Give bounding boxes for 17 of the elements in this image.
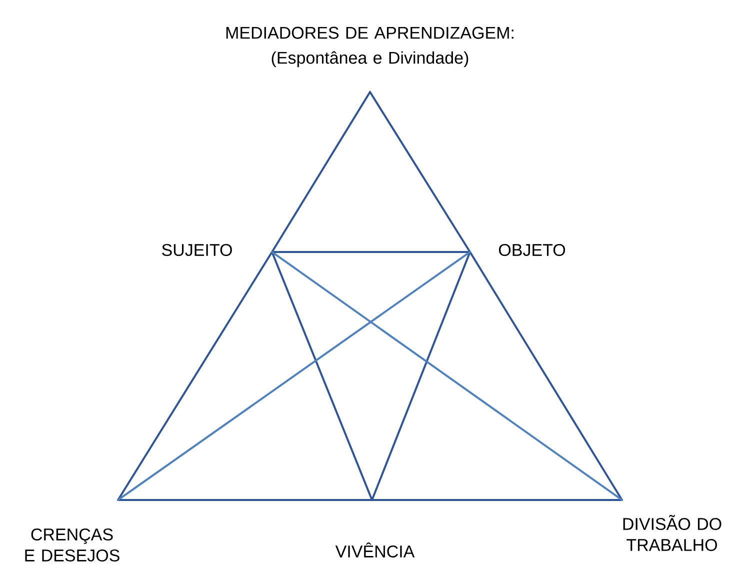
- vertex-label: SUJEITO: [162, 244, 232, 256]
- triangle-line: [117, 250, 471, 501]
- triangle-line: [117, 250, 273, 501]
- triangle-line: [271, 250, 623, 501]
- vertex-label: MEDIADORES DE APRENDIZAGEM: (Espontânea e Divindade): [226, 26, 514, 68]
- triangle-line: [117, 498, 373, 501]
- triangle-line: [369, 90, 471, 253]
- vertex-label: OBJETO: [498, 244, 566, 256]
- triangle-line: [271, 250, 471, 253]
- triangle-line: [469, 250, 623, 501]
- triangle-line: [371, 498, 623, 501]
- vertex-label: CRENÇAS E DESEJOS: [25, 528, 120, 562]
- vertex-label: VIVÊNCIA: [335, 542, 415, 558]
- triangle-line: [271, 90, 371, 253]
- vertex-label: DIVISÃO DO TRABALHO: [623, 514, 722, 552]
- triangle-line: [371, 250, 471, 501]
- triangle-line: [271, 250, 373, 501]
